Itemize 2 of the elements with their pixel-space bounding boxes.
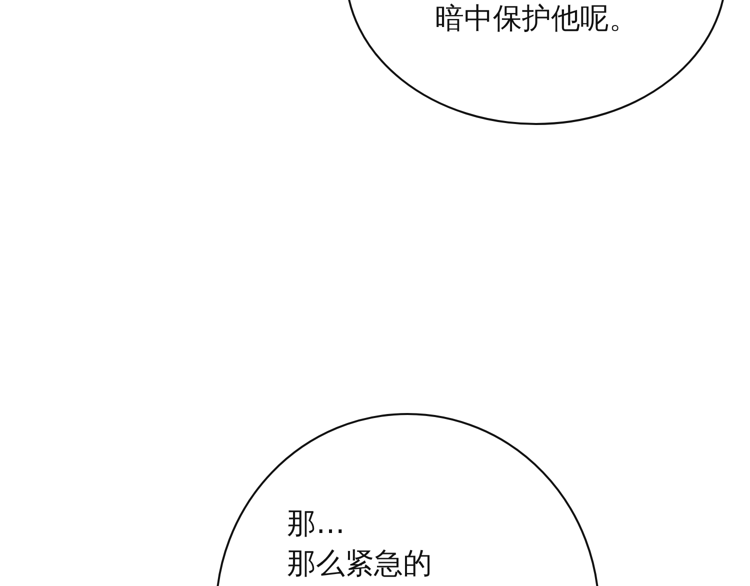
dialogue-text: 暗中保护他呢。 [435,0,638,37]
dialogue-text: 那…那么紧急的 [287,505,432,582]
